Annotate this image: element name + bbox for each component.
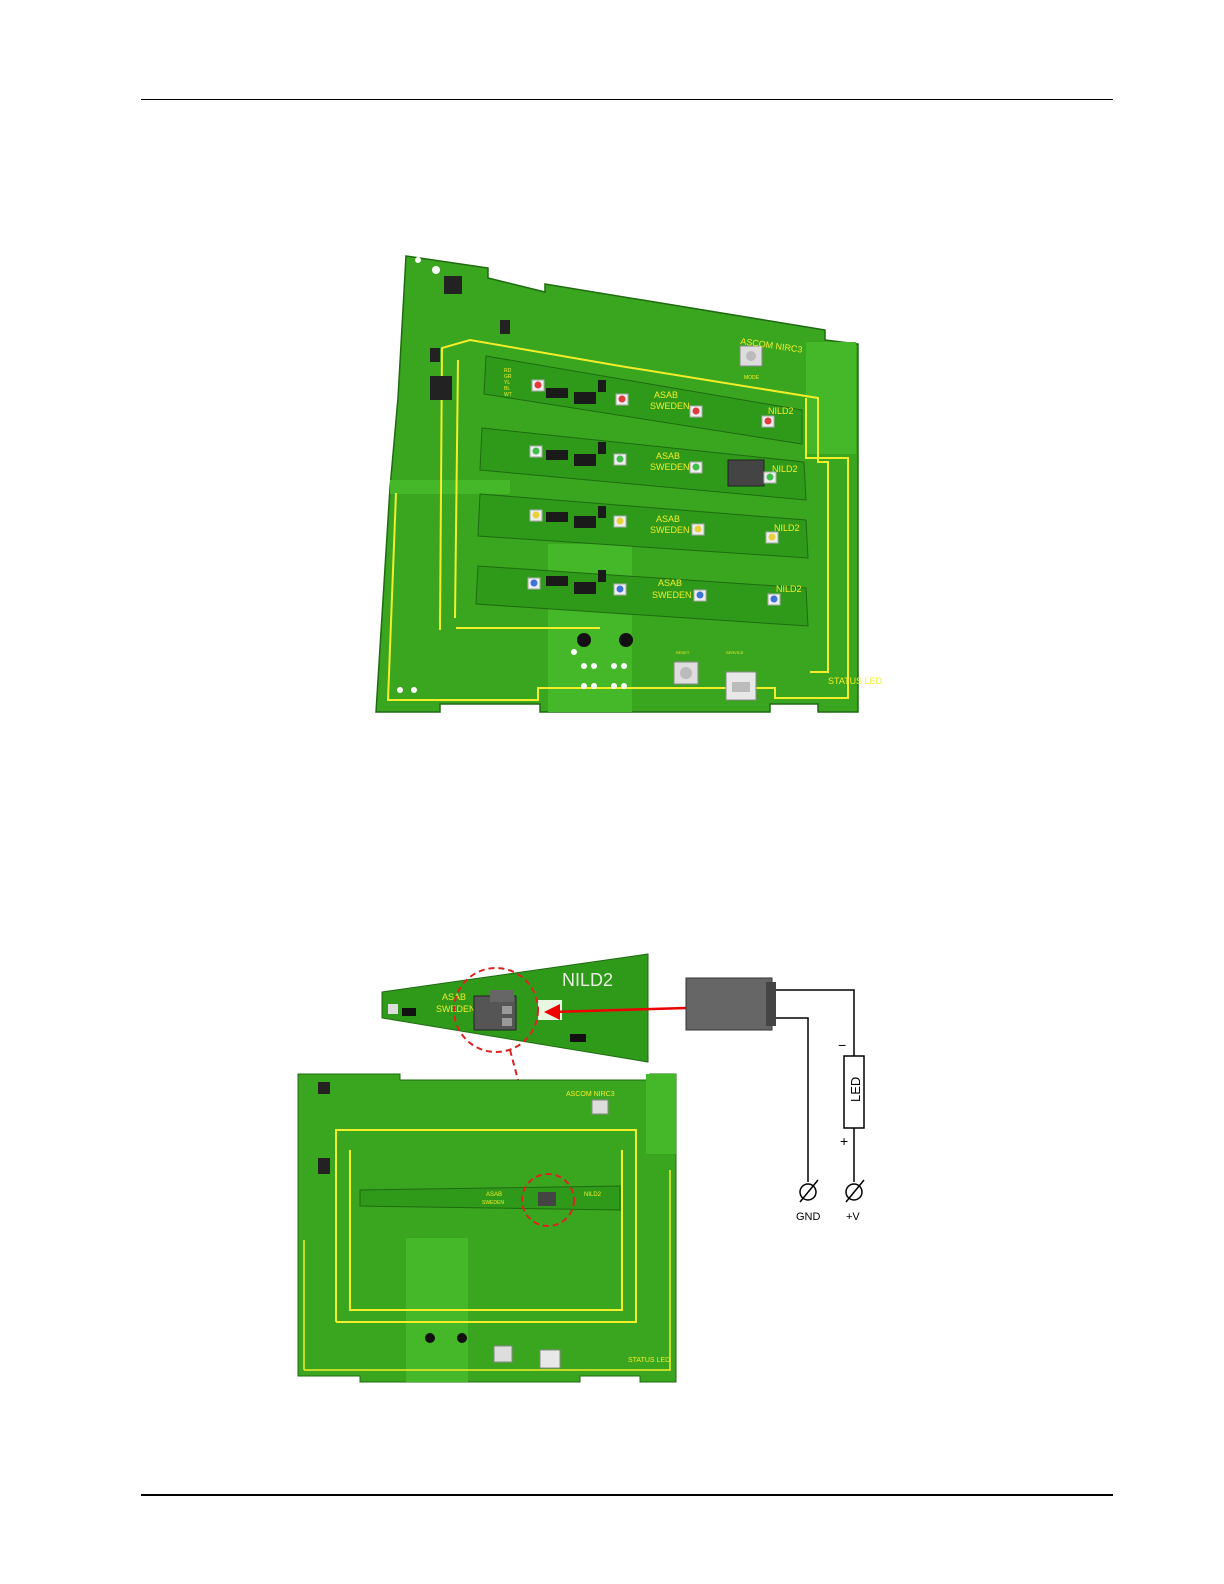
brand-line-2: SWEDEN [652, 590, 692, 600]
pcb-body-lower [298, 1074, 676, 1382]
ic-chip [444, 276, 462, 294]
brand-line-1: ASAB [654, 390, 678, 400]
ic-chip [430, 348, 440, 362]
led-label: LED [848, 1077, 863, 1102]
reset-label: RESET [676, 650, 690, 655]
jack-left [577, 633, 591, 647]
connector-block [728, 460, 764, 486]
strip-label: NILD2 [768, 406, 794, 416]
brand-line-2: SWEDEN [650, 525, 690, 535]
vplus-terminal [846, 1180, 864, 1202]
via [415, 257, 421, 263]
pcb-band-mid [390, 480, 510, 494]
ic-chip [430, 376, 452, 400]
footer-rule [141, 1494, 1113, 1496]
mode-button-lower [592, 1100, 608, 1114]
via [432, 266, 440, 274]
brand-line-1: ASAB [656, 451, 680, 461]
reset-button-lower [494, 1346, 512, 1362]
board-label-lower: ASCOM NIRC3 [566, 1091, 615, 1098]
brand-line-1: ASAB [658, 578, 682, 588]
brand-line-2: SWEDEN [650, 462, 690, 472]
plug [686, 978, 772, 1030]
brand-line-1-lower: ASAB [486, 1192, 502, 1198]
ic-chip [318, 1158, 330, 1174]
jack-right-lower [457, 1333, 467, 1343]
brand-line-2: SWEDEN [436, 1004, 476, 1014]
figure-1-pcb-board: ASCOM NIRC3 MODE ASAB SWEDEN NILD2 ASAB … [370, 248, 890, 718]
service-label: SERVICE [726, 650, 744, 655]
status-led-label: STATUS LED [828, 676, 883, 686]
plus-sign: + [840, 1133, 848, 1149]
strip-label: NILD2 [562, 970, 613, 990]
pcb-tab-right-lower [646, 1074, 676, 1154]
header-rule [141, 99, 1113, 100]
figure-2-wiring-diagram: NILD2 ASAB SWEDEN LED − + GND +V ASCOM N… [290, 950, 900, 1390]
status-led-label-lower: STATUS LED [628, 1357, 670, 1364]
gnd-terminal [800, 1180, 818, 1202]
gnd-label: GND [796, 1211, 821, 1223]
mode-label: MODE [744, 375, 760, 381]
wire-ground [776, 1018, 808, 1182]
jack-left-lower [425, 1333, 435, 1343]
nild2-strip-mounted [360, 1186, 620, 1210]
usb-port-lower [540, 1350, 560, 1368]
brand-line-1: ASAB [656, 514, 680, 524]
ic-chip [318, 1082, 330, 1094]
terminal-connector-mounted [538, 1192, 556, 1206]
led-pad [388, 1004, 398, 1014]
strip-label: NILD2 [776, 584, 802, 594]
brand-line-2-lower: SWEDEN [482, 1200, 504, 1206]
minus-sign: − [838, 1037, 846, 1053]
strip-label-lower: NILD2 [584, 1192, 602, 1198]
vplus-label: +V [846, 1211, 860, 1223]
strip-component [402, 1008, 416, 1016]
svg-text:WT: WT [504, 392, 512, 398]
strip-component [570, 1034, 586, 1042]
jack-right [619, 633, 633, 647]
ic-chip [500, 320, 510, 334]
brand-line-1: ASAB [442, 992, 466, 1002]
brand-line-2: SWEDEN [650, 401, 690, 411]
